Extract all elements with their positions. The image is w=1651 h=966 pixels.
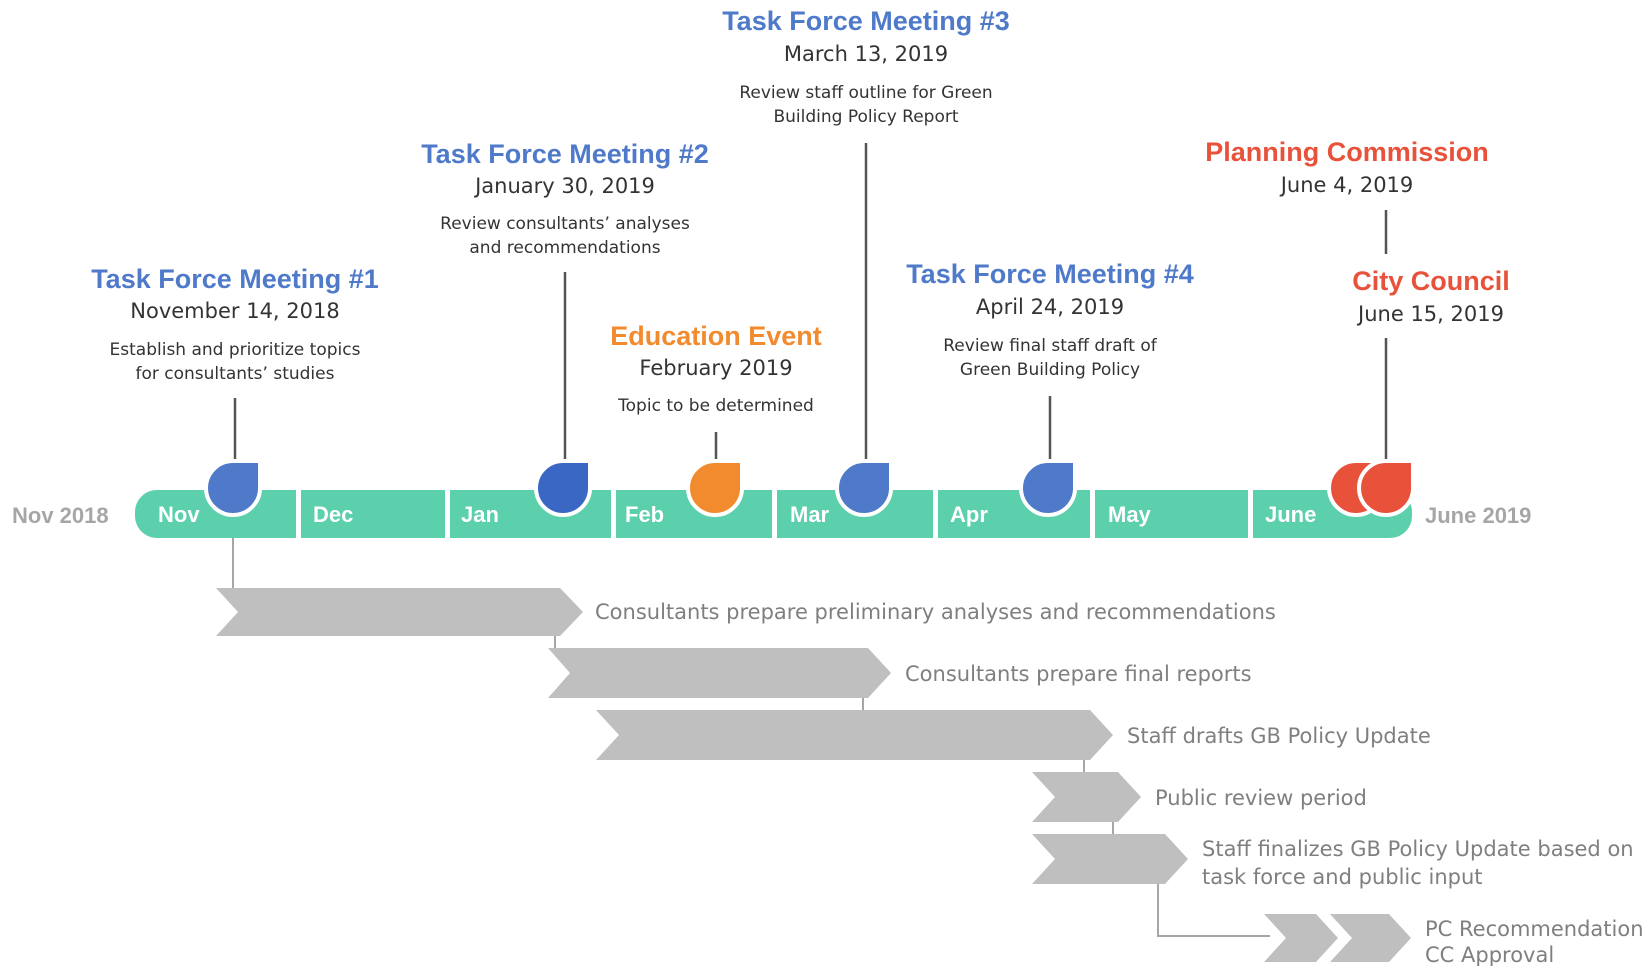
milestone-marker-education <box>686 459 745 517</box>
event-description: for consultants’ studies <box>136 364 335 384</box>
event-date: June 15, 2019 <box>1356 302 1504 326</box>
event-date: June 4, 2019 <box>1279 173 1414 197</box>
month-divider <box>611 490 616 538</box>
month-label-june: June <box>1265 502 1316 527</box>
month-divider <box>772 490 777 538</box>
task-arrow <box>1264 914 1338 962</box>
milestone-marker-tfm3 <box>835 459 894 517</box>
event-title: City Council <box>1352 266 1510 296</box>
month-label-mar: Mar <box>790 502 830 527</box>
task-arrow <box>596 710 1113 760</box>
milestone-markers <box>204 459 1416 517</box>
month-label-may: May <box>1108 502 1152 527</box>
task-label: Consultants prepare final reports <box>905 662 1252 686</box>
task-labels: Consultants prepare preliminary analyses… <box>595 600 1644 966</box>
milestone-marker-cc <box>1357 459 1416 517</box>
task-arrows <box>216 588 1411 962</box>
event-description: Review consultants’ analyses <box>440 214 690 234</box>
event-title: Task Force Meeting #1 <box>91 264 379 294</box>
event-description: and recommendations <box>469 238 660 258</box>
event-1: Task Force Meeting #1 November 14, 2018 … <box>91 264 379 384</box>
month-label-nov: Nov <box>158 502 200 527</box>
task-arrow <box>1032 772 1141 822</box>
task-label: PC Recommendation <box>1425 917 1644 941</box>
task-label: Staff drafts GB Policy Update <box>1127 724 1431 748</box>
month-label-dec: Dec <box>313 502 353 527</box>
task-label: CC Approval <box>1425 943 1554 966</box>
month-label-jan: Jan <box>461 502 499 527</box>
event-date: February 2019 <box>639 356 792 380</box>
event-title: Task Force Meeting #3 <box>722 6 1010 36</box>
event-title: Education Event <box>610 321 822 351</box>
task-label: Public review period <box>1155 786 1367 810</box>
milestone-marker-tfm4 <box>1019 459 1078 517</box>
event-4: Task Force Meeting #3 March 13, 2019 Rev… <box>722 6 1010 127</box>
event-description: Topic to be determined <box>617 396 814 416</box>
task-arrow <box>1330 914 1411 962</box>
timeline-start-label: Nov 2018 <box>12 503 109 528</box>
event-connectors <box>233 143 1388 462</box>
event-title: Task Force Meeting #2 <box>421 139 709 169</box>
task-arrow <box>1032 834 1188 884</box>
event-date: April 24, 2019 <box>976 295 1124 319</box>
month-label-apr: Apr <box>950 502 988 527</box>
month-divider <box>1090 490 1095 538</box>
task-label: Staff finalizes GB Policy Update based o… <box>1202 837 1634 861</box>
month-divider <box>1248 490 1253 538</box>
task-label: task force and public input <box>1202 865 1483 889</box>
task-connector-line <box>1157 884 1270 937</box>
event-date: March 13, 2019 <box>784 42 948 66</box>
event-6: Planning Commission June 4, 2019 <box>1205 137 1489 197</box>
timeline-bar: Nov 2018 June 2019 Nov Dec Jan Feb Mar A… <box>12 490 1531 538</box>
event-7: City Council June 15, 2019 <box>1352 266 1510 326</box>
event-title: Task Force Meeting #4 <box>906 259 1194 289</box>
event-title: Planning Commission <box>1205 137 1489 167</box>
event-2: Task Force Meeting #2 January 30, 2019 R… <box>421 139 709 258</box>
event-description: Review staff outline for Green <box>739 83 992 103</box>
month-label-feb: Feb <box>625 502 664 527</box>
event-5: Task Force Meeting #4 April 24, 2019 Rev… <box>906 259 1194 380</box>
task-connectors <box>232 538 1270 937</box>
milestone-marker-tfm2 <box>534 459 593 517</box>
timeline-end-label: June 2019 <box>1425 503 1531 528</box>
milestone-marker-tfm1 <box>204 459 263 517</box>
event-description: Establish and prioritize topics <box>110 340 361 360</box>
event-3: Education Event February 2019 Topic to b… <box>610 321 822 416</box>
month-divider <box>296 490 301 538</box>
event-date: November 14, 2018 <box>130 299 339 323</box>
event-description: Green Building Policy <box>960 360 1140 380</box>
task-arrow <box>216 588 583 636</box>
task-label: Consultants prepare preliminary analyses… <box>595 600 1276 624</box>
event-description: Building Policy Report <box>773 107 958 127</box>
month-divider <box>933 490 938 538</box>
task-arrow <box>548 648 891 698</box>
event-description: Review final staff draft of <box>943 336 1157 356</box>
event-date: January 30, 2019 <box>473 174 655 198</box>
month-divider <box>445 490 450 538</box>
